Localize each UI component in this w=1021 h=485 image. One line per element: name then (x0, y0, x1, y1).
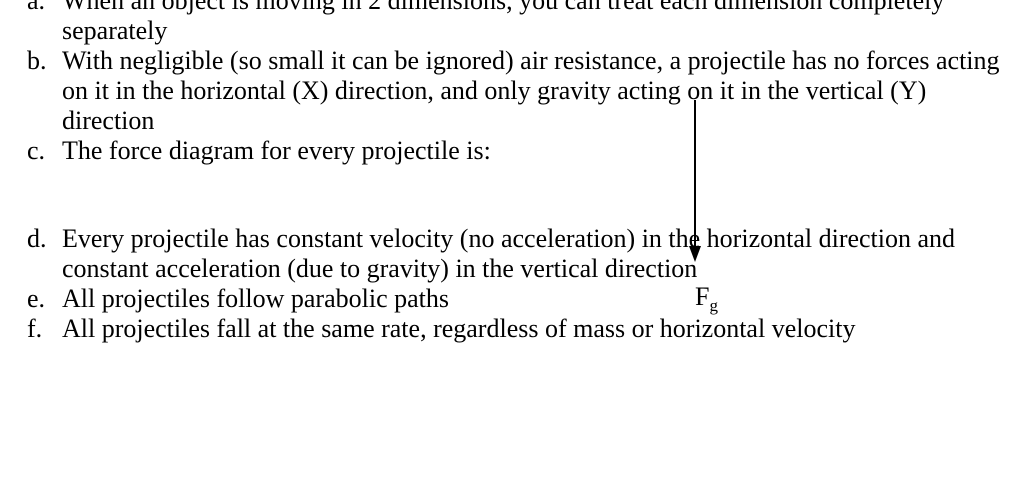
force-subscript: g (709, 296, 718, 315)
list-marker: a. (27, 0, 46, 15)
list-item-text: When an object is moving in 2 dimensions… (62, 0, 945, 45)
list-marker: c. (27, 136, 46, 165)
gravity-force-label: Fg (695, 282, 718, 315)
list-item-e: e. All projectiles follow parabolic path… (0, 284, 1021, 314)
force-symbol: F (695, 282, 710, 311)
force-diagram-space (0, 166, 1021, 224)
list-marker: f. (27, 314, 43, 343)
list-marker: d. (27, 224, 47, 253)
projectile-facts-list: a. When an object is moving in 2 dimensi… (0, 0, 1021, 344)
list-item-text: The force diagram for every projectile i… (62, 136, 491, 165)
list-item-text: Every projectile has constant velocity (… (62, 224, 956, 283)
list-item-f: f. All projectiles fall at the same rate… (0, 314, 1021, 344)
list-marker: e. (27, 284, 46, 313)
list-item-text: All projectiles fall at the same rate, r… (62, 314, 856, 343)
list-item-text: With negligible (so small it can be igno… (62, 46, 1000, 135)
list-item-d: d. Every projectile has constant velocit… (0, 224, 1021, 284)
list-item-text: All projectiles follow parabolic paths (62, 284, 450, 313)
list-item-c: c. The force diagram for every projectil… (0, 136, 1021, 166)
list-item-a: a. When an object is moving in 2 dimensi… (0, 0, 1021, 46)
list-item-b: b. With negligible (so small it can be i… (0, 46, 1021, 136)
list-marker: b. (27, 46, 47, 75)
